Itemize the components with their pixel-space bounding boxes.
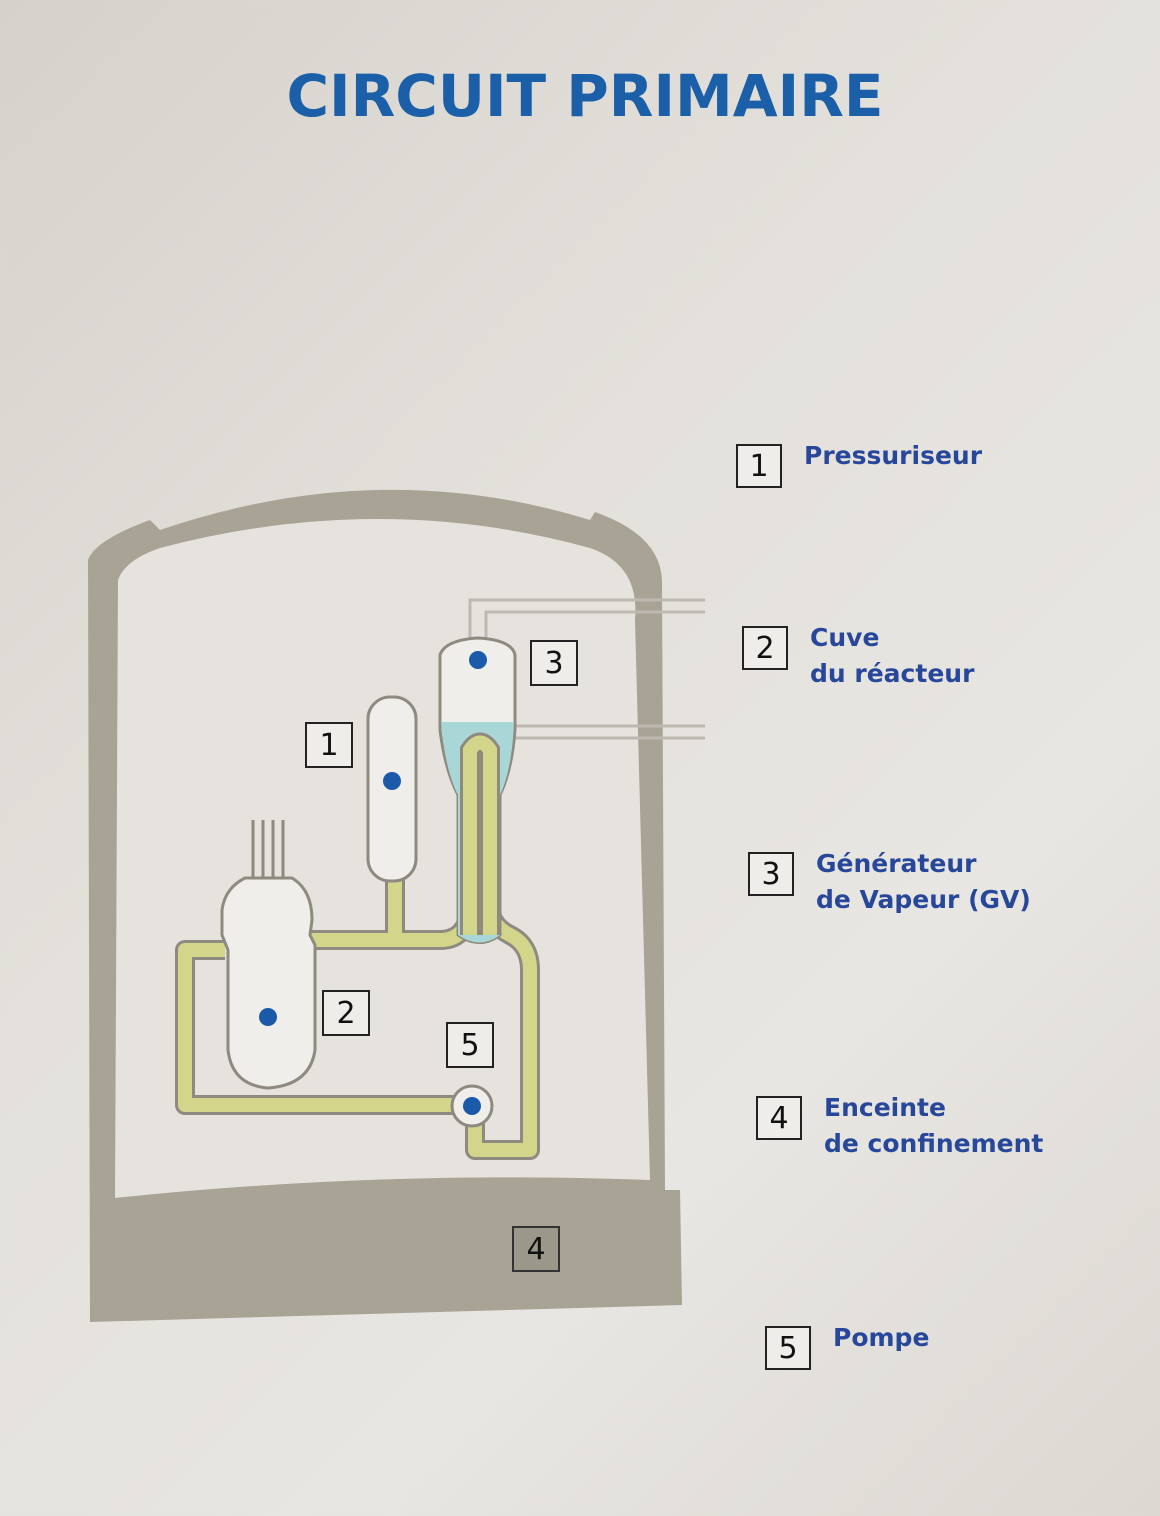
- reactor-vessel: [220, 820, 317, 1090]
- legend-item-pump: 5 Pompe: [765, 1323, 929, 1370]
- diagram-label-2: 2: [322, 990, 370, 1036]
- legend-label: du réacteur: [810, 659, 975, 688]
- legend-label: Cuve: [810, 623, 880, 652]
- diagram-label-5: 5: [446, 1022, 494, 1068]
- pressurizer: [366, 695, 418, 883]
- legend-number: 3: [748, 852, 794, 896]
- marker-dot: [259, 1008, 277, 1026]
- legend-label: Générateur: [816, 849, 977, 878]
- legend-item-steam-generator: 3 Générateur de Vapeur (GV): [748, 849, 1031, 918]
- legend-number: 4: [756, 1096, 802, 1140]
- diagram-label-3: 3: [530, 640, 578, 686]
- legend-item-reactor-vessel: 2 Cuve du réacteur: [742, 623, 975, 692]
- steam-lines: [468, 598, 705, 740]
- pump: [450, 1084, 494, 1128]
- legend-label: Pressuriseur: [804, 441, 983, 470]
- marker-dot: [469, 651, 487, 669]
- legend-number: 1: [736, 444, 782, 488]
- legend-label: Pompe: [833, 1323, 930, 1352]
- legend-number: 5: [765, 1326, 811, 1370]
- page-title: CIRCUIT PRIMAIRE: [286, 62, 884, 130]
- legend-label: de confinement: [824, 1129, 1044, 1158]
- legend-label: de Vapeur (GV): [816, 885, 1031, 914]
- marker-dot: [383, 772, 401, 790]
- marker-dot: [463, 1097, 481, 1115]
- legend-number: 2: [742, 626, 788, 670]
- steam-generator: [438, 636, 517, 944]
- diagram-label-1: 1: [305, 722, 353, 768]
- legend-item-containment: 4 Enceinte de confinement: [756, 1093, 1044, 1162]
- legend-label: Enceinte: [824, 1093, 946, 1122]
- diagram-label-4: 4: [512, 1226, 560, 1272]
- legend-item-pressurizer: 1 Pressuriseur: [736, 441, 982, 488]
